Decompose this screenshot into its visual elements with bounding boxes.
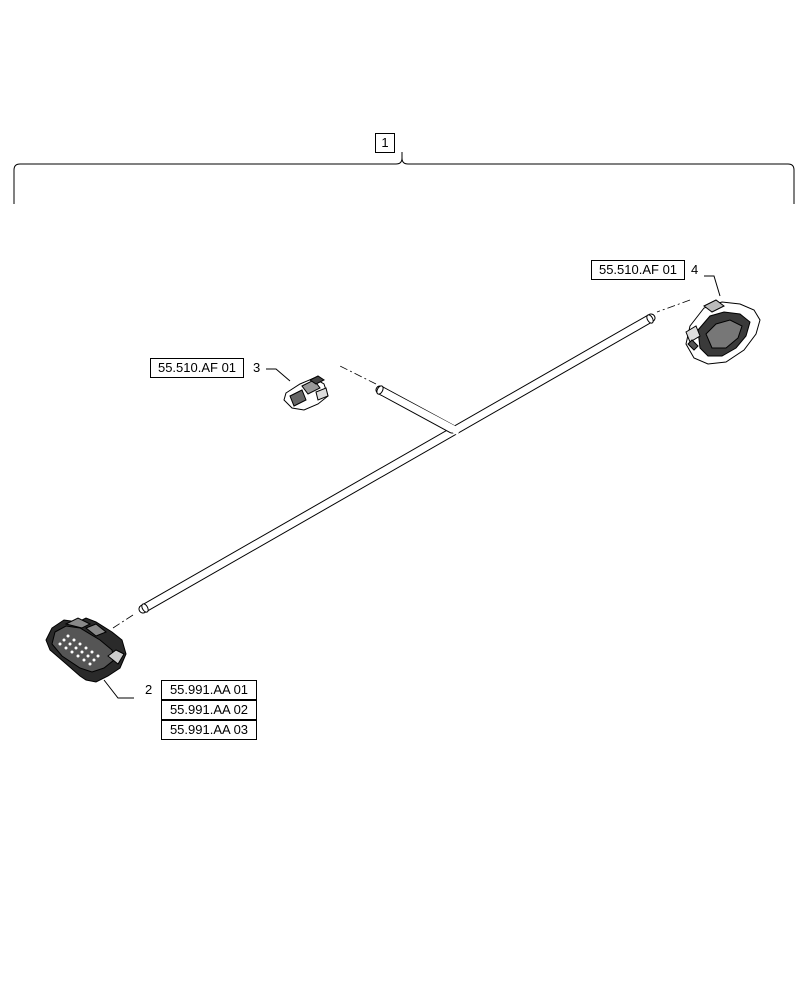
connector-3 bbox=[283, 375, 329, 411]
harness-main-cable bbox=[138, 313, 656, 614]
callout-2: 2 bbox=[145, 682, 153, 697]
callout-3: 3 bbox=[253, 360, 261, 375]
callout-4: 4 bbox=[691, 262, 699, 277]
assembly-item-number: 1 bbox=[375, 133, 395, 153]
assembly-bracket bbox=[13, 152, 795, 204]
reference-link-3[interactable]: 55.510.AF 01 bbox=[150, 358, 244, 378]
reference-link-2b[interactable]: 55.991.AA 02 bbox=[161, 700, 257, 720]
phantom-lines bbox=[112, 299, 691, 629]
leader-line-4 bbox=[704, 275, 721, 297]
leader-line-2 bbox=[103, 679, 134, 699]
connector-4 bbox=[685, 299, 761, 365]
harness-branch-cable bbox=[375, 385, 461, 436]
reference-link-4[interactable]: 55.510.AF 01 bbox=[591, 260, 685, 280]
connector-2 bbox=[45, 617, 127, 683]
leader-line-3 bbox=[266, 368, 291, 382]
leader-lines bbox=[103, 275, 721, 699]
reference-link-2a[interactable]: 55.991.AA 01 bbox=[161, 680, 257, 700]
reference-link-2c[interactable]: 55.991.AA 03 bbox=[161, 720, 257, 740]
